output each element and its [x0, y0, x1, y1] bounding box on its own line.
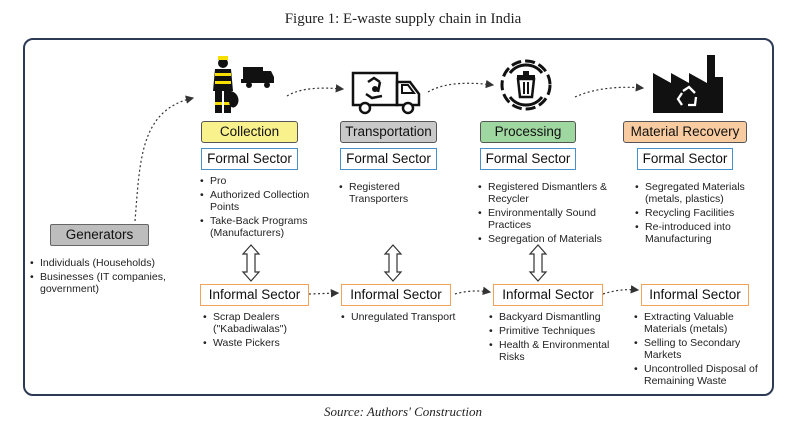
list-item: Segregated Materials (metals, plastics) [635, 181, 767, 205]
formal-informal-link-collection [241, 244, 261, 282]
list-item: Primitive Techniques [489, 325, 624, 337]
list-item: Selling to Secondary Markets [634, 337, 772, 361]
formal-informal-link-processing [528, 244, 548, 282]
list-item: Re-introduced into Manufacturing [635, 221, 767, 245]
material-recovery-formal-list: Segregated Materials (metals, plastics) … [635, 181, 767, 247]
list-item: Recycling Facilities [635, 207, 767, 219]
recycling-factory-icon [653, 55, 723, 113]
list-item: Segregation of Materials [478, 233, 623, 245]
stage-collection-label: Collection [201, 121, 298, 143]
list-item: Scrap Dealers ("Kabadiwalas") [203, 311, 323, 335]
generators-to-collection-arrow [134, 95, 195, 222]
generators-box: Generators [50, 224, 149, 246]
collection-formal-sector: Formal Sector [201, 148, 298, 170]
list-item: Backyard Dismantling [489, 311, 624, 323]
collection-to-transport-arrow [286, 84, 345, 97]
recycling-bin-gear-icon [500, 59, 552, 111]
informal-transport-to-processing-arrow [454, 286, 492, 295]
list-item: Registered Transporters [339, 181, 449, 205]
collection-informal-list: Scrap Dealers ("Kabadiwalas") Waste Pick… [203, 311, 323, 351]
stage-transportation-label: Transportation [340, 121, 437, 143]
list-item: Individuals (Households) [30, 257, 190, 269]
waste-collector-truck-icon [213, 56, 274, 113]
transportation-informal-list: Unregulated Transport [341, 311, 481, 325]
stage-processing-label: Processing [480, 121, 576, 143]
collection-informal-sector: Informal Sector [200, 284, 309, 306]
transportation-formal-list: Registered Transporters [339, 181, 449, 207]
list-item: Businesses (IT companies, government) [30, 271, 190, 295]
informal-processing-to-recovery-arrow [602, 285, 640, 295]
figure-source: Source: Authors' Construction [323, 404, 483, 419]
transportation-informal-sector: Informal Sector [341, 284, 451, 306]
list-item: Uncontrolled Disposal of Remaining Waste [634, 363, 772, 387]
material-recovery-formal-sector: Formal Sector [637, 148, 733, 170]
collection-formal-list: Pro Authorized Collection Points Take-Ba… [200, 175, 330, 241]
transportation-formal-sector: Formal Sector [340, 148, 437, 170]
formal-informal-link-transport [383, 244, 403, 282]
list-item: Health & Environmental Risks [489, 339, 624, 363]
processing-to-recovery-arrow [574, 83, 645, 98]
list-item: Registered Dismantlers & Recycler [478, 181, 623, 205]
list-item: Waste Pickers [203, 337, 323, 349]
informal-collection-to-transport-arrow [308, 289, 340, 298]
processing-informal-list: Backyard Dismantling Primitive Technique… [489, 311, 624, 365]
list-item: Extracting Valuable Materials (metals) [634, 311, 772, 335]
generators-list: Individuals (Households) Businesses (IT … [30, 257, 190, 297]
processing-formal-list: Registered Dismantlers & Recycler Enviro… [478, 181, 623, 247]
material-recovery-informal-sector: Informal Sector [641, 284, 749, 306]
diagram-frame [23, 38, 774, 396]
recycling-truck-icon [351, 71, 421, 115]
processing-formal-sector: Formal Sector [480, 148, 576, 170]
stage-material-recovery-label: Material Recovery [623, 121, 747, 143]
list-item: Authorized Collection Points [200, 189, 330, 213]
list-item: Pro [200, 175, 330, 187]
transport-to-processing-arrow [427, 79, 495, 93]
figure-title: Figure 1: E-waste supply chain in India [284, 11, 522, 27]
list-item: Environmentally Sound Practices [478, 207, 623, 231]
material-recovery-informal-list: Extracting Valuable Materials (metals) S… [634, 311, 772, 389]
list-item: Unregulated Transport [341, 311, 481, 323]
list-item: Take-Back Programs (Manufacturers) [200, 215, 330, 239]
processing-informal-sector: Informal Sector [493, 284, 603, 306]
